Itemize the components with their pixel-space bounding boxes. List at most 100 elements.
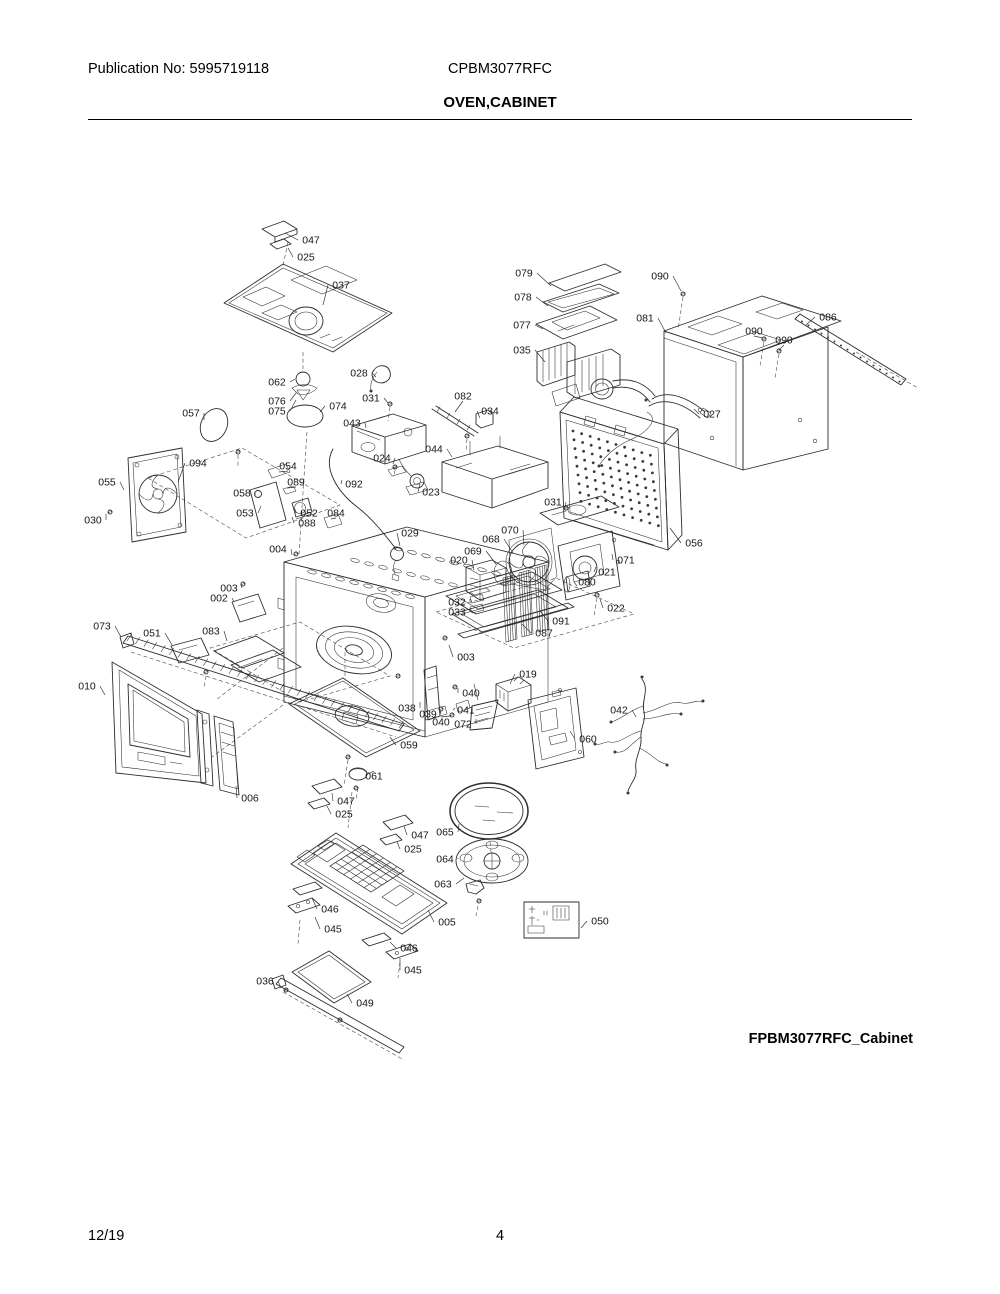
screw [464,433,470,439]
screw-slot [203,670,209,674]
perforation-dot [574,456,578,459]
screw [235,449,241,455]
callout-leader [365,770,375,776]
vent-slot [392,568,402,574]
callout-leader [693,408,700,415]
perforation-dot [629,498,632,502]
part-wire-harness [593,675,705,795]
model-number: CPBM3077RFC [448,61,552,77]
grille-slat [211,661,217,669]
part-callout-092: 092 [345,479,363,491]
rail-hole [833,340,836,343]
part-callout-033: 033 [448,607,466,619]
rail-hole [814,328,816,331]
callout-leader [289,378,296,383]
perforation-dot [633,466,637,469]
callout-leader [439,709,442,715]
screw-slot [464,434,470,438]
callout-leader [392,457,396,465]
perforation-dot [601,472,605,476]
part-callout-090: 090 [745,326,763,338]
callout-leader [284,232,299,241]
part-callout-079: 079 [515,268,533,280]
callout-leader [457,823,460,833]
rail-hole [820,332,823,335]
screw [293,551,299,557]
part-cabinet-wrapper [663,295,842,471]
waveguide-line [544,564,548,630]
part-callout-081: 081 [636,313,654,325]
part-callout-036: 036 [256,976,274,988]
part-turntable-motor [557,530,621,601]
grille-slat [245,672,251,680]
callout-leader [286,486,297,489]
rail-hole [807,324,810,327]
part-callout-068: 068 [482,534,500,546]
perforation-dot [642,468,646,472]
grille-slat [254,675,259,683]
callout-leader [448,644,454,658]
grille-slat [381,715,387,723]
vent-slot [335,576,345,582]
callout-leader [235,785,238,799]
grille-slat [330,699,336,707]
grille-slat [186,653,191,661]
part-callout-063: 063 [434,879,452,891]
part-callout-032: 032 [448,597,466,609]
part-callout-046: 046 [321,904,339,916]
vent-slot [407,549,417,555]
perforation-dot [608,458,611,461]
screw [203,669,209,675]
callout-leader [331,792,334,802]
screw-slot [283,988,289,992]
part-callout-047: 047 [411,830,429,842]
part-callout-039: 039 [419,709,437,721]
grille-slat [152,642,157,650]
perforation-dot [614,510,617,514]
screw-slot [235,450,241,454]
part-callout-024: 024 [373,453,391,465]
screw-slot [395,674,401,678]
perforation-dot [611,484,614,488]
rail-hole [898,380,901,383]
perforation-dot [653,489,656,492]
perforation-dot [656,515,659,519]
rail-hole [866,360,868,363]
perforation-dot [603,490,607,494]
grille-slat [322,696,327,704]
perforation-dot [640,451,644,454]
footer-page-number: 4 [495,1228,505,1244]
vent-slot [448,582,458,588]
screw [438,706,444,712]
perforation-dot [580,432,583,436]
part-callout-053: 053 [236,508,254,520]
callout-leader [346,993,353,1004]
perforation-dot [635,483,639,487]
callout-leader [289,392,297,402]
callout-leader [319,405,326,413]
screw [345,754,351,760]
vent-slot [405,594,415,599]
part-base-trays [445,571,575,639]
part-callout-023: 023 [422,487,440,499]
part-callout-074: 074 [329,401,347,413]
part-callout-056: 056 [685,538,703,550]
part-callout-005: 005 [438,917,456,929]
callout-leader [521,623,532,634]
callout-leader [669,527,682,544]
callout-leader [427,909,435,923]
perforation-dot [644,486,648,490]
part-callout-021: 021 [598,567,616,579]
footer-date: 12/19 [88,1228,125,1244]
part-side-panel-fan [127,447,187,543]
vent-slot [378,565,388,570]
vent-slot [391,590,401,596]
callout-leader [805,316,816,326]
part-callout-045: 045 [404,965,422,977]
part-callout-046: 046 [400,943,418,955]
part-callout-094: 094 [189,458,207,470]
callout-leader [340,479,343,485]
part-callout-019: 019 [519,669,537,681]
vent-slot [307,569,317,575]
callout-leader [364,422,367,429]
